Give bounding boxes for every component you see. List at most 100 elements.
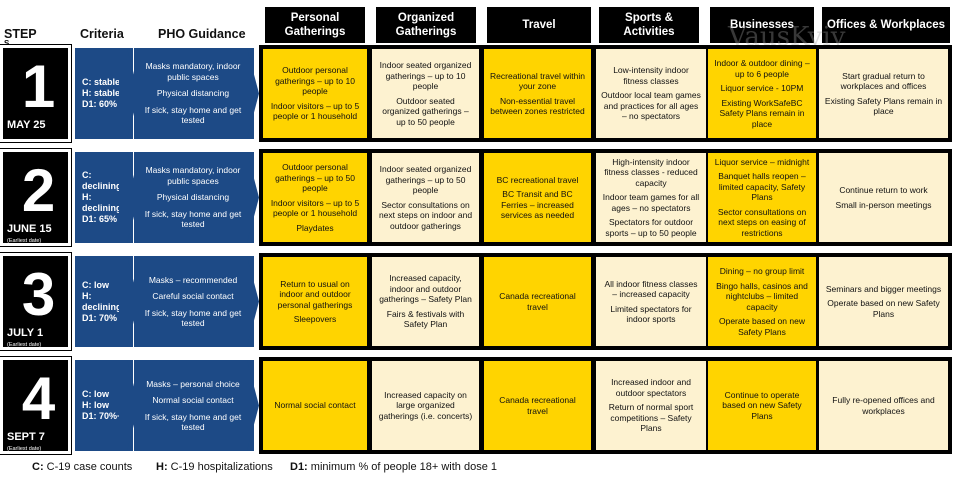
cell-text: Indoor seated organized gatherings – up …: [379, 164, 472, 195]
column-header-sports-activities: Sports & Activities: [599, 7, 699, 43]
criteria-arrow-icon: [119, 256, 139, 347]
cell-text: Liquor service - 10PM: [720, 83, 804, 93]
column-header-organized-gatherings: Organized Gatherings: [376, 7, 476, 43]
cell-text: Indoor seated organized gatherings – up …: [379, 60, 472, 91]
cell-travel: Canada recreational travel: [484, 361, 591, 450]
cell-businesses: Indoor & outdoor dining – up to 6 people…: [708, 49, 816, 138]
cell-text: Sector consultations on next steps on ea…: [717, 206, 807, 238]
pho-guidance-header: PHO Guidance: [158, 27, 246, 41]
criteria-item: C: low: [82, 279, 109, 290]
cell-text: Existing WorkSafeBC Safety Plans remain …: [719, 97, 805, 129]
cell-text: High-intensity indoor fitness classes - …: [604, 156, 698, 188]
cell-offices-workplaces: Start gradual return to workplaces and o…: [819, 49, 948, 138]
criteria-item: D1: 65%: [82, 214, 118, 224]
step-date: JUNE 15: [7, 223, 52, 235]
cell-text: Outdoor personal gatherings – up to 50 p…: [275, 162, 355, 193]
cell-text: Operate based on new Safety Plans: [718, 316, 805, 337]
pho-guidance-item: Normal social contact: [152, 395, 234, 405]
cell-text: Outdoor personal gatherings – up to 10 p…: [275, 65, 355, 97]
cell-text: Dining – no group limit: [719, 266, 805, 276]
pho-guidance-item: If sick, stay home and get tested: [144, 411, 242, 433]
step-date-note: (Earliest date): [7, 446, 42, 452]
legend-cases: C: C-19 case counts: [32, 461, 133, 473]
criteria-item: H: stable: [82, 88, 121, 98]
cell-text: BC Transit and BC Ferries – increased se…: [500, 189, 575, 220]
criteria-item: D1: 70%: [82, 312, 118, 323]
cell-text: Outdoor seated organized gatherings – up…: [382, 95, 469, 127]
column-header-personal-gatherings: Personal Gatherings: [265, 7, 365, 43]
step-date: MAY 25: [7, 119, 46, 131]
pho-arrow-icon: [237, 152, 259, 243]
cell-text: Banquet halls reopen – limited capacity,…: [718, 171, 806, 203]
cell-text: Indoor team games for all ages – no spec…: [602, 192, 700, 213]
cell-text: Continue to operate based on new Safety …: [722, 389, 802, 421]
cell-text: Seminars and bigger meetings: [825, 283, 942, 294]
pho-guidance-item: Careful social contact: [152, 291, 234, 301]
cell-text: Indoor visitors – up to 5 people or 1 ho…: [270, 197, 360, 219]
criteria-item: H: declining: [82, 192, 122, 213]
pho-guidance-item: If sick, stay home and get tested: [144, 307, 242, 329]
cell-text: Sector consultations on next steps on in…: [378, 199, 473, 231]
cell-text: All indoor fitness classes – increased c…: [604, 278, 698, 300]
cell-text: Increased capacity on large organized ga…: [378, 389, 473, 421]
pho-arrow-icon: [237, 48, 259, 139]
pho-guidance-item: If sick, stay home and get tested: [144, 208, 242, 230]
cell-text: Fairs & festivals with Safety Plan: [386, 308, 465, 330]
cell-organized-gatherings: Indoor seated organized gatherings – up …: [372, 49, 479, 138]
cell-offices-workplaces: Fully re-opened offices and workplaces: [819, 361, 948, 450]
criteria-item: C: declining: [82, 170, 122, 191]
cell-text: Continue return to work: [839, 185, 928, 195]
cell-text: Non-essential travel between zones restr…: [490, 95, 585, 117]
step-number: 2: [21, 157, 56, 224]
criteria-item: C: stable: [82, 77, 121, 87]
cell-text: BC recreational travel: [496, 174, 579, 185]
cell-organized-gatherings: Increased capacity on large organized ga…: [372, 361, 479, 450]
cell-text: Existing Safety Plans remain in place: [824, 95, 943, 117]
cell-personal-gatherings: Outdoor personal gatherings – up to 50 p…: [263, 153, 367, 242]
cell-text: Liquor service – midnight: [714, 156, 810, 167]
cell-organized-gatherings: Indoor seated organized gatherings – up …: [372, 153, 479, 242]
column-header-travel: Travel: [487, 7, 591, 43]
cell-text: Indoor visitors – up to 5 people or 1 ho…: [270, 100, 360, 122]
step-number: 4: [21, 365, 56, 432]
pho-guidance-box: [134, 152, 254, 243]
cell-text: Start gradual return to workplaces and o…: [840, 70, 927, 92]
criteria-item: H: declining: [82, 290, 122, 312]
pho-guidance-item: If sick, stay home and get tested: [144, 104, 242, 126]
pho-guidance-box: [134, 360, 254, 451]
criteria-header: Criteria: [80, 27, 124, 41]
cell-text: Recreational travel within your zone: [490, 70, 585, 92]
cell-text: Increased indoor and outdoor spectators: [611, 377, 691, 398]
cell-text: Indoor & outdoor dining – up to 6 people: [714, 58, 810, 79]
cell-text: Increased capacity, indoor and outdoor g…: [379, 273, 472, 305]
step-number: 3: [21, 261, 56, 328]
legend-hospitalizations: H: C-19 hospitalizations: [156, 461, 273, 473]
criteria-item: C: low: [82, 389, 109, 399]
cell-text: Outdoor local team games and practices f…: [601, 90, 701, 122]
cell-text: Return of normal sport competitions – Sa…: [608, 402, 694, 434]
cell-text: Bingo halls, casinos and nightclubs – li…: [716, 280, 808, 312]
cell-sports-activities: All indoor fitness classes – increased c…: [596, 257, 706, 346]
cell-organized-gatherings: Increased capacity, indoor and outdoor g…: [372, 257, 479, 346]
criteria-arrow-icon: [119, 360, 139, 451]
criteria-item: D1: 70%+: [82, 411, 123, 421]
cell-text: Limited spectators for indoor sports: [610, 303, 692, 325]
step-number: 1: [21, 53, 56, 120]
cell-text: Low-intensity indoor fitness classes: [613, 65, 689, 86]
